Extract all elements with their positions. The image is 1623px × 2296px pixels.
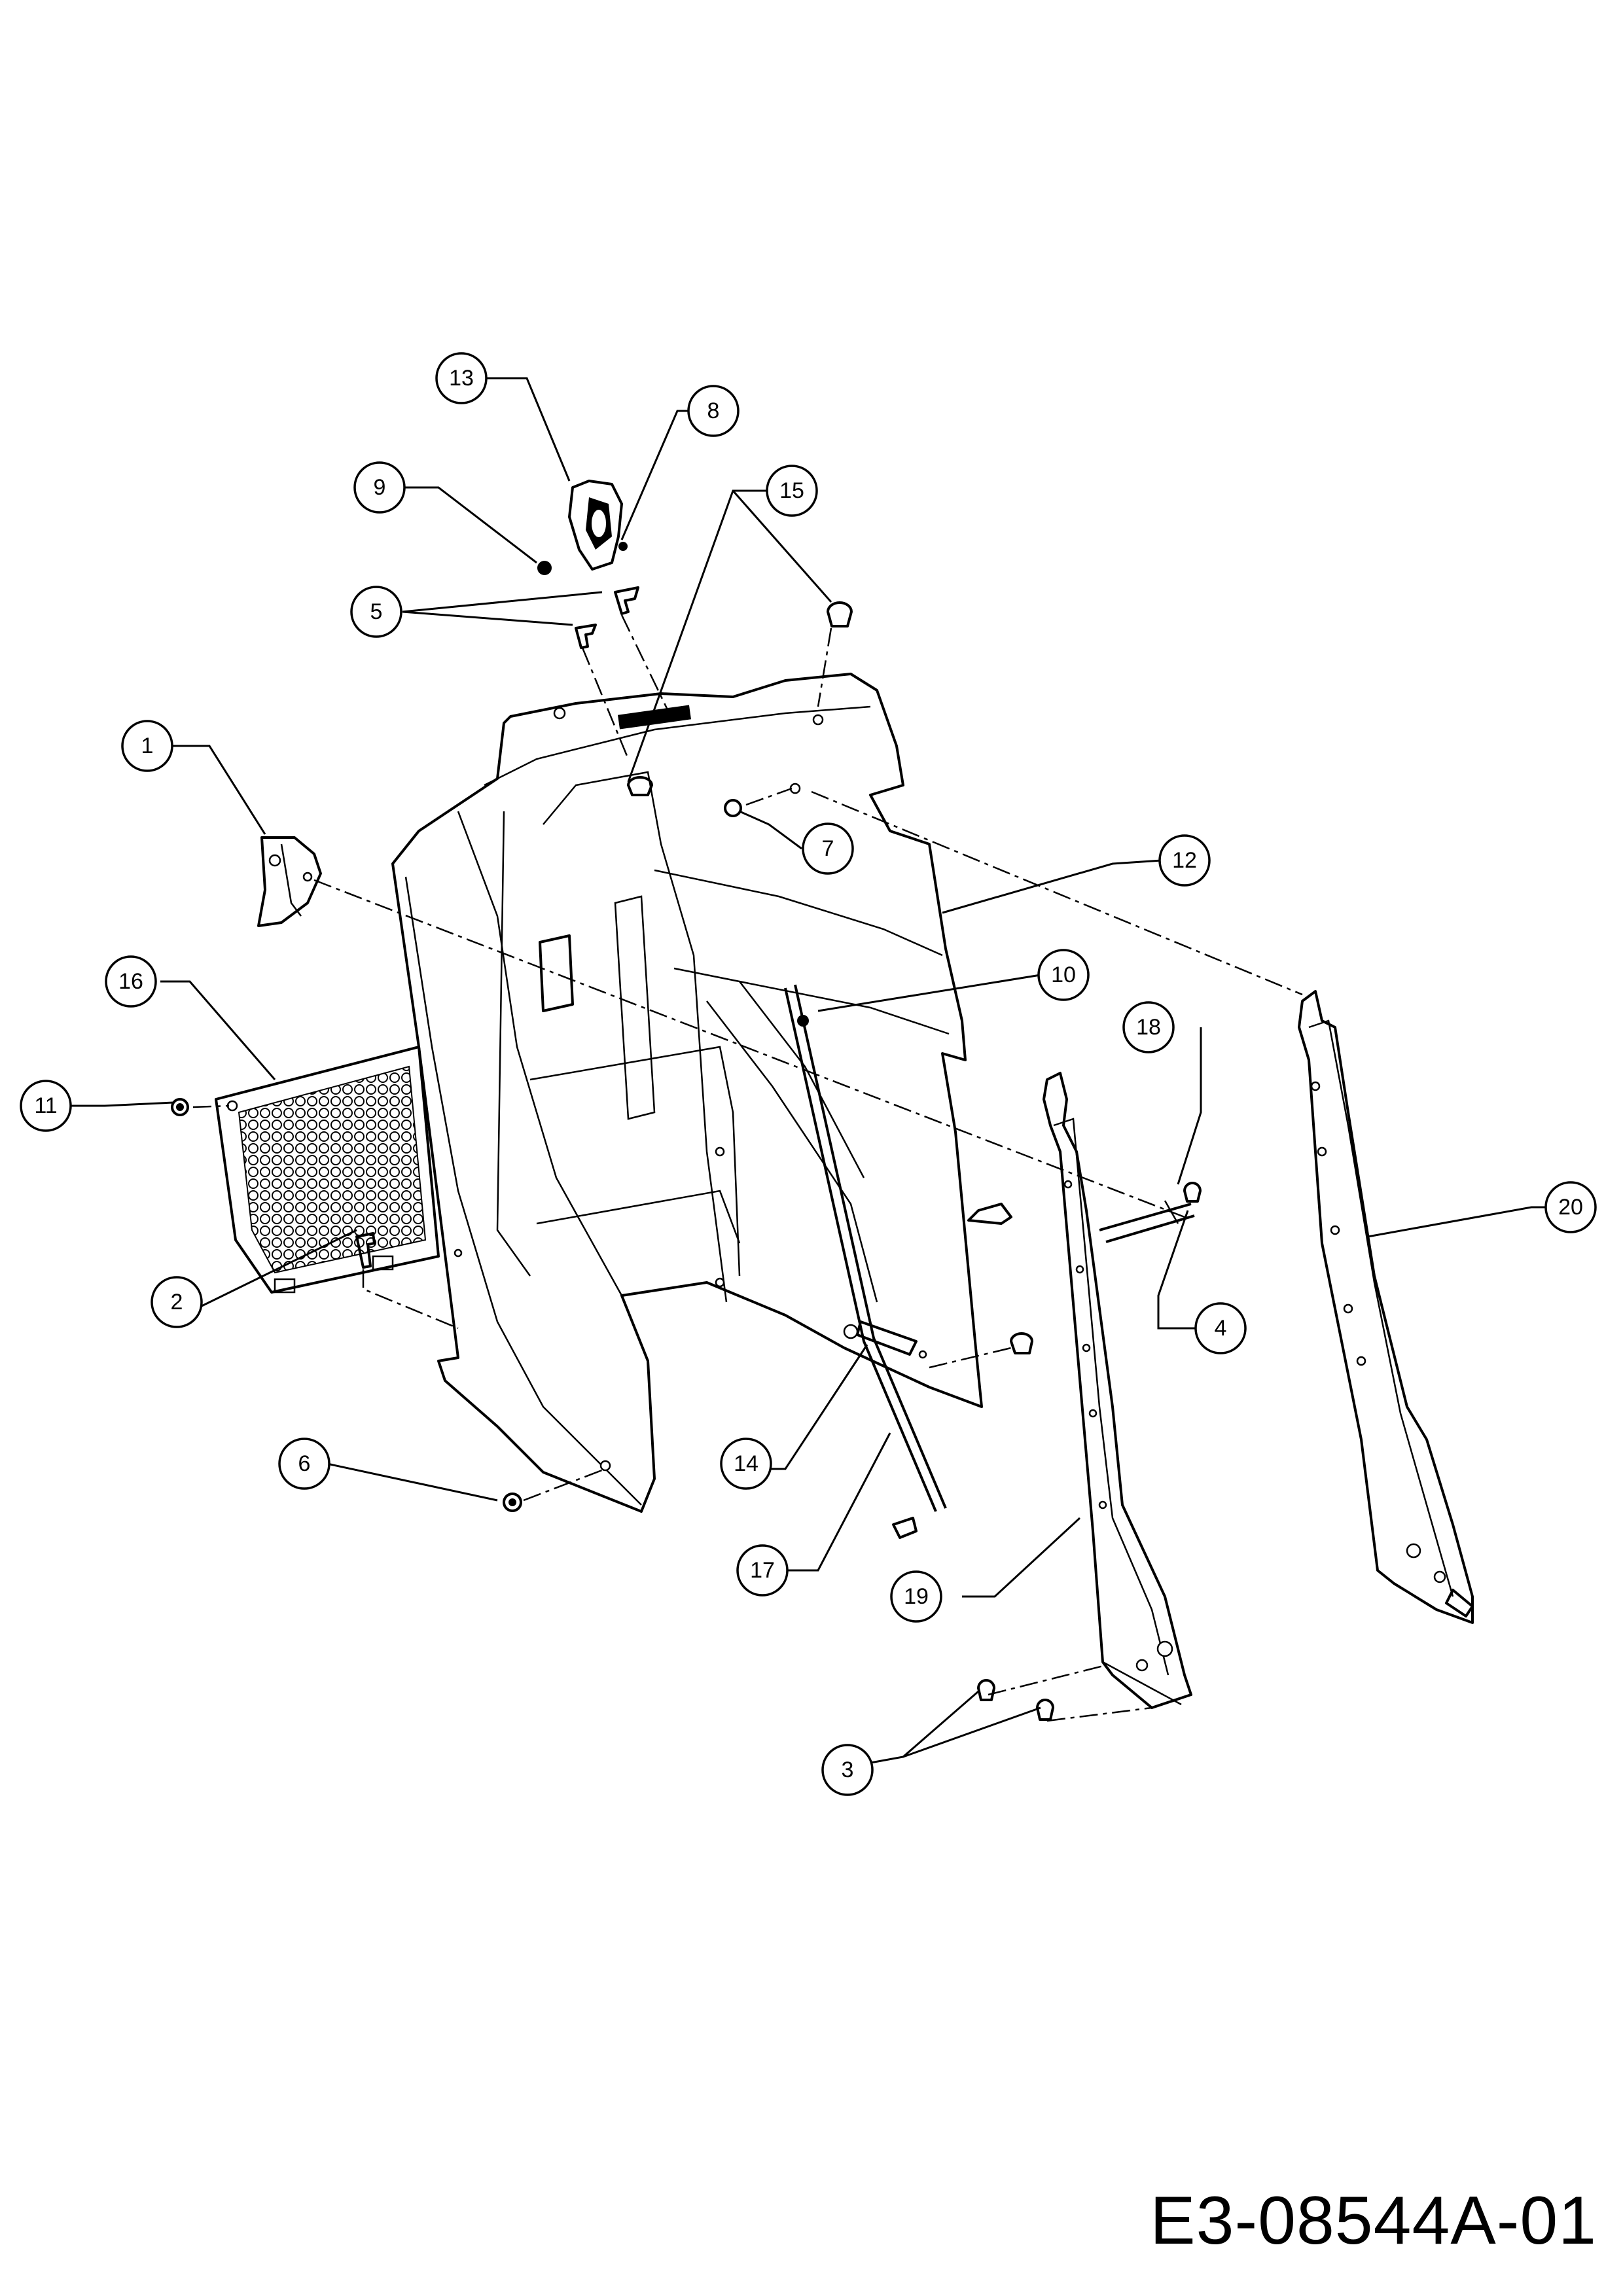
callout-18-label: 18 bbox=[1136, 1015, 1161, 1040]
callout-19: 19 bbox=[890, 1570, 942, 1623]
callout-8-label: 8 bbox=[707, 398, 720, 423]
callout-6-label: 6 bbox=[298, 1451, 311, 1476]
callout-11-label: 11 bbox=[34, 1093, 57, 1118]
callout-13: 13 bbox=[435, 352, 488, 404]
callout-20-label: 20 bbox=[1558, 1195, 1583, 1220]
callout-12: 12 bbox=[1158, 834, 1211, 887]
callout-12-label: 12 bbox=[1172, 848, 1197, 873]
callout-2: 2 bbox=[151, 1276, 203, 1328]
callout-16: 16 bbox=[105, 955, 157, 1008]
support-frame-right bbox=[1298, 990, 1474, 1624]
callout-4: 4 bbox=[1194, 1302, 1247, 1354]
callout-18: 18 bbox=[1122, 1001, 1175, 1053]
callout-7-label: 7 bbox=[822, 836, 834, 861]
callout-9-label: 9 bbox=[374, 475, 386, 500]
grille-screen bbox=[215, 1046, 440, 1294]
callout-17: 17 bbox=[736, 1544, 789, 1597]
emblem bbox=[568, 480, 623, 571]
drawing-code: E3-08544A-01 bbox=[1150, 2183, 1597, 2259]
callout-10-label: 10 bbox=[1051, 963, 1076, 987]
leader-lines bbox=[69, 377, 1567, 1765]
callout-11: 11 bbox=[20, 1080, 72, 1132]
callout-6: 6 bbox=[278, 1438, 330, 1490]
support-frame-left bbox=[1043, 1072, 1192, 1709]
callout-9: 9 bbox=[353, 461, 406, 514]
callout-5: 5 bbox=[350, 586, 402, 638]
callout-15: 15 bbox=[766, 465, 818, 517]
pin bbox=[1099, 1200, 1195, 1243]
callout-4-label: 4 bbox=[1215, 1316, 1227, 1341]
callout-14-label: 14 bbox=[734, 1451, 758, 1476]
callout-7: 7 bbox=[802, 822, 854, 875]
assembly-dashed-lines bbox=[192, 614, 1303, 1722]
callout-2-label: 2 bbox=[171, 1290, 183, 1315]
callout-1-label: 1 bbox=[141, 733, 154, 758]
hood-cowl bbox=[391, 673, 983, 1513]
callout-3-label: 3 bbox=[842, 1757, 854, 1782]
callout-1: 1 bbox=[121, 720, 173, 772]
callout-14: 14 bbox=[720, 1438, 772, 1490]
callout-8: 8 bbox=[687, 385, 740, 437]
callout-20: 20 bbox=[1544, 1181, 1597, 1233]
spring-and-rod bbox=[784, 984, 947, 1512]
callout-10: 10 bbox=[1037, 949, 1090, 1001]
hood-bracket bbox=[257, 836, 322, 927]
callout-17-label: 17 bbox=[750, 1558, 775, 1583]
callout-13-label: 13 bbox=[449, 366, 474, 391]
callout-5-label: 5 bbox=[370, 599, 383, 624]
callout-16-label: 16 bbox=[118, 969, 143, 994]
callout-3: 3 bbox=[821, 1744, 874, 1796]
callout-19-label: 19 bbox=[904, 1584, 929, 1609]
callout-15-label: 15 bbox=[779, 478, 804, 503]
